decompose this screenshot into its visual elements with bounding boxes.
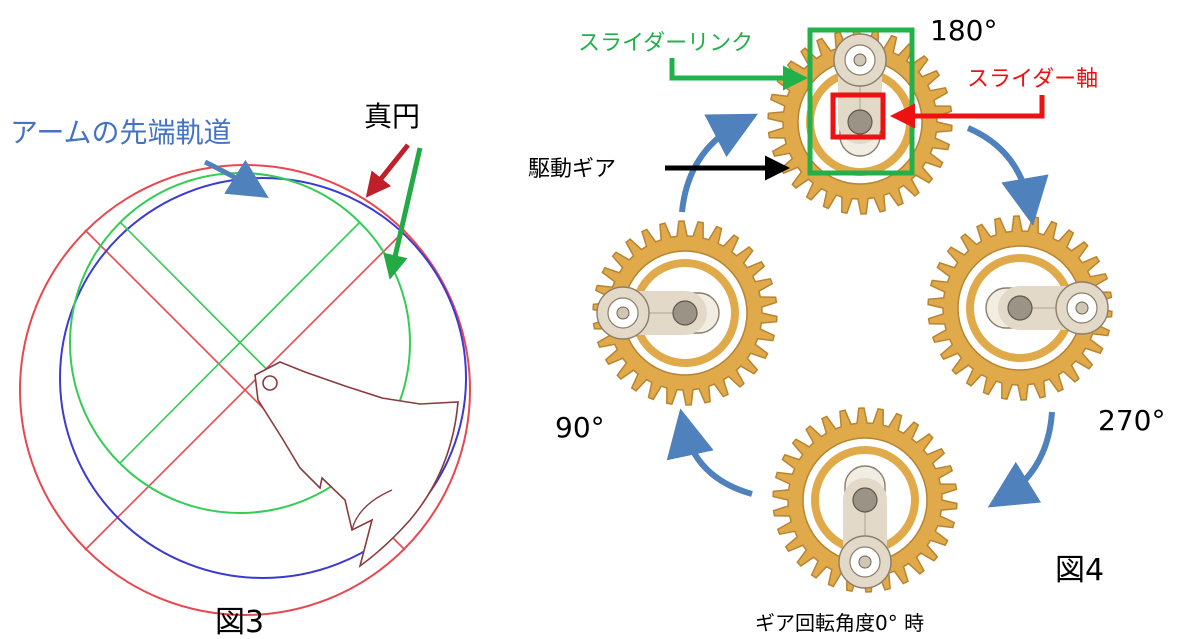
angle-180-label: 180° bbox=[930, 14, 997, 47]
slider-link-label: スライダーリンク bbox=[578, 31, 753, 56]
gear-270-end-pin bbox=[1075, 301, 1089, 315]
figure4-gears bbox=[592, 29, 1113, 593]
red-diagonal-2 bbox=[84, 229, 406, 551]
rotation-arrow-90-to-180 bbox=[679, 113, 758, 213]
arm-tip-label: アームの先端軌道 bbox=[10, 116, 231, 149]
gear-270-center-shaft bbox=[1007, 295, 1033, 321]
gear-90-end-pin bbox=[616, 306, 630, 320]
slider-shaft-highlight-box bbox=[830, 92, 886, 140]
drive-gear-label: 駆動ギア bbox=[528, 157, 616, 182]
arm-inner-curve bbox=[351, 489, 393, 531]
angle-90-label: 90° bbox=[555, 411, 605, 444]
arm-pivot bbox=[262, 375, 278, 391]
gear-180 bbox=[767, 29, 953, 215]
rotation-arrow-0-to-90 bbox=[666, 408, 753, 497]
slider-shaft-label: スライダー軸 bbox=[967, 67, 1098, 92]
slider-link-leader bbox=[669, 58, 808, 91]
figure3-caption: 図3 bbox=[215, 605, 264, 639]
slider-link-highlight-box bbox=[807, 27, 915, 176]
rotation-arrow-270-to-0 bbox=[987, 411, 1055, 508]
gear-180-end-pin bbox=[853, 53, 867, 67]
gear-0-center-shaft bbox=[852, 487, 878, 513]
bottom-caption: ギア回転角度0° 時 bbox=[755, 611, 924, 635]
figure3-group: アームの先端軌道 真円 図3 bbox=[10, 100, 471, 639]
slider-shaft-leader bbox=[890, 95, 1045, 129]
circle-green-arrow bbox=[383, 147, 423, 280]
gear-0-end-pin bbox=[858, 555, 872, 569]
angle-270-label: 270° bbox=[1098, 404, 1165, 437]
figure4-caption: 図4 bbox=[1055, 553, 1104, 588]
circle-red-arrow bbox=[365, 143, 410, 198]
gear-180-center-shaft bbox=[847, 109, 873, 135]
arm-outline bbox=[254, 361, 459, 568]
rotation-arrow-180-to-270 bbox=[966, 125, 1049, 226]
circle-label: 真円 bbox=[364, 100, 420, 133]
figure4-annotations: スライダーリンク スライダー軸 駆動ギア 180° 90° 270° 図4 ギア… bbox=[528, 14, 1165, 635]
gear-90 bbox=[592, 220, 778, 406]
gear-270 bbox=[927, 215, 1113, 401]
gear-0 bbox=[772, 407, 958, 593]
gear-90-center-shaft bbox=[672, 300, 698, 326]
green-diagonal-2 bbox=[119, 221, 361, 464]
arm-tip-arrow bbox=[203, 159, 269, 198]
